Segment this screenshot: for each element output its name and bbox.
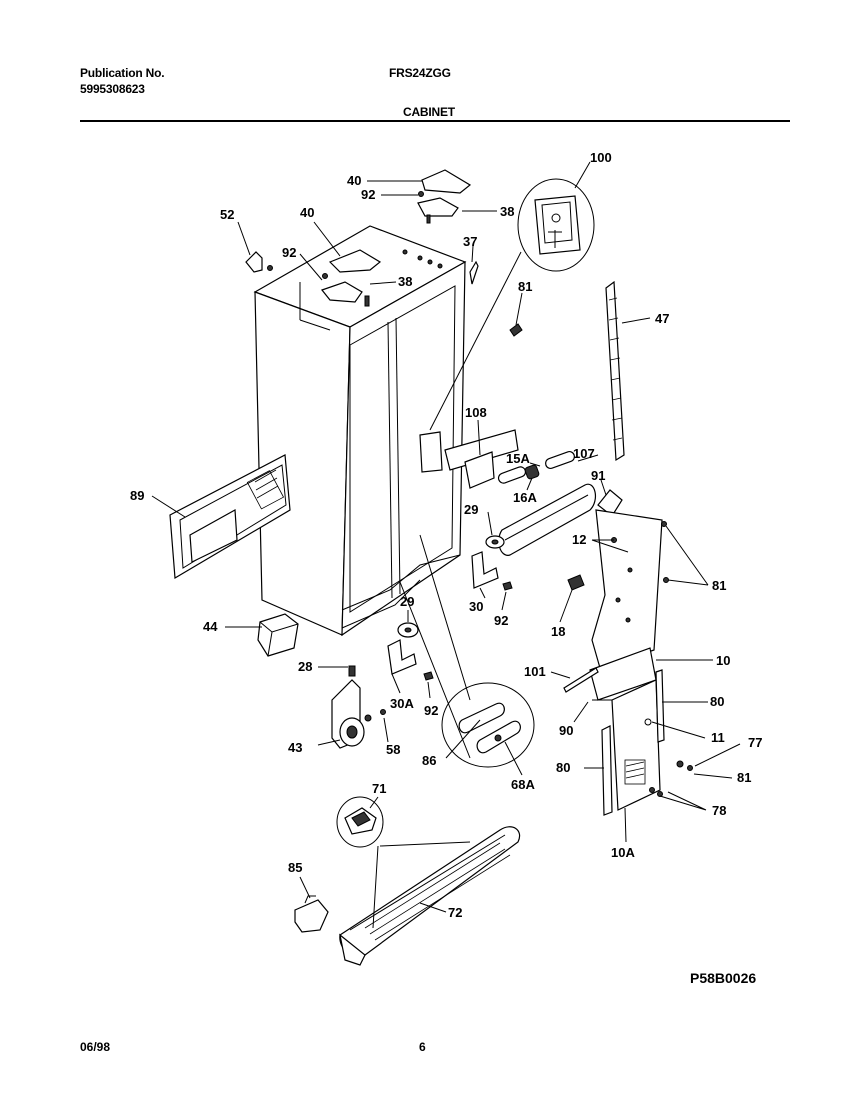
screws-77-81-78 — [649, 521, 693, 797]
callout-38-upper: 38 — [500, 204, 514, 219]
callout-81-top: 81 — [518, 279, 532, 294]
figure-code: P58B0026 — [690, 970, 756, 986]
part-80-strip-right — [655, 669, 665, 743]
callout-86: 86 — [422, 753, 436, 768]
washers-29 — [397, 535, 505, 638]
publication-label: Publication No. — [80, 66, 165, 80]
part-89-control-panel — [169, 454, 291, 580]
callout-81-right: 81 — [712, 578, 726, 593]
callout-44: 44 — [203, 619, 218, 634]
callout-72: 72 — [448, 905, 462, 920]
callout-labels: 100 40 92 38 52 40 92 38 37 81 47 108 15… — [130, 150, 762, 986]
upper-hinge-assembly — [417, 169, 472, 224]
callout-47: 47 — [655, 311, 669, 326]
part-80-strip-left — [601, 725, 613, 816]
callout-77: 77 — [748, 735, 762, 750]
callout-29-lower: 29 — [400, 594, 414, 609]
part-43-roller-assembly — [331, 679, 386, 749]
footer-date: 06/98 — [80, 1040, 111, 1054]
part-85-cap — [294, 895, 329, 933]
footer-page-number: 6 — [419, 1040, 426, 1054]
part-47-strip — [605, 280, 625, 462]
callout-92-upper: 92 — [361, 187, 375, 202]
part-108-housing — [419, 429, 519, 489]
callout-12: 12 — [572, 532, 586, 547]
callout-107: 107 — [573, 446, 595, 461]
part-44-relay-box — [257, 613, 299, 657]
callout-100: 100 — [590, 150, 612, 165]
cabinet-body — [253, 225, 467, 637]
callout-91: 91 — [591, 468, 605, 483]
callout-80-left: 80 — [556, 760, 570, 775]
callout-52: 52 — [220, 207, 234, 222]
cabinet-hinge-assembly — [321, 249, 382, 307]
callout-80-right: 80 — [710, 694, 724, 709]
callout-85: 85 — [288, 860, 302, 875]
callout-30: 30 — [469, 599, 483, 614]
callout-30a: 30A — [390, 696, 414, 711]
callout-15a: 15A — [506, 451, 530, 466]
callout-92: 92 — [282, 245, 296, 260]
callout-18: 18 — [551, 624, 565, 639]
callout-108: 108 — [465, 405, 487, 420]
callout-29-upper: 29 — [464, 502, 478, 517]
callout-78: 78 — [712, 803, 726, 818]
part-30-bracket — [471, 551, 499, 589]
part-30a-bracket — [387, 639, 417, 675]
callout-40-upper: 40 — [347, 173, 361, 188]
section-title: CABINET — [403, 105, 455, 119]
header-divider — [80, 120, 790, 122]
screw-81-top — [509, 323, 523, 337]
callout-92-lower: 92 — [424, 703, 438, 718]
detail-circle-86-68a — [441, 682, 535, 768]
part-52-hinge-pin — [245, 251, 273, 273]
screws-92-28 — [348, 581, 513, 681]
callout-92-mid: 92 — [494, 613, 508, 628]
part-72-toe-grille — [339, 826, 521, 966]
callout-10: 10 — [716, 653, 730, 668]
callout-101: 101 — [524, 664, 546, 679]
leader-lines — [151, 161, 741, 929]
detail-circle-100 — [517, 178, 595, 272]
callout-16a: 16A — [513, 490, 537, 505]
callout-58: 58 — [386, 742, 400, 757]
callout-38: 38 — [398, 274, 412, 289]
publication-number: 5995308623 — [80, 82, 145, 96]
part-10a-back-panel — [611, 679, 661, 811]
callout-71: 71 — [372, 781, 386, 796]
callout-37: 37 — [463, 234, 477, 249]
callout-40: 40 — [300, 205, 314, 220]
callout-11: 11 — [711, 730, 725, 745]
model-number: FRS24ZGG — [389, 66, 451, 80]
callout-10a: 10A — [611, 845, 635, 860]
callout-81-lower: 81 — [737, 770, 751, 785]
callout-43: 43 — [288, 740, 302, 755]
part-18-clip — [567, 574, 585, 591]
part-10-evaporator-cover — [589, 509, 663, 701]
part-101-rod — [563, 667, 599, 693]
detail-circle-71 — [336, 796, 384, 848]
parts-15a-16a — [497, 450, 575, 484]
callout-90: 90 — [559, 723, 573, 738]
callout-89: 89 — [130, 488, 144, 503]
callout-68a: 68A — [511, 777, 535, 792]
callout-28: 28 — [298, 659, 312, 674]
part-37-bracket — [469, 260, 479, 285]
